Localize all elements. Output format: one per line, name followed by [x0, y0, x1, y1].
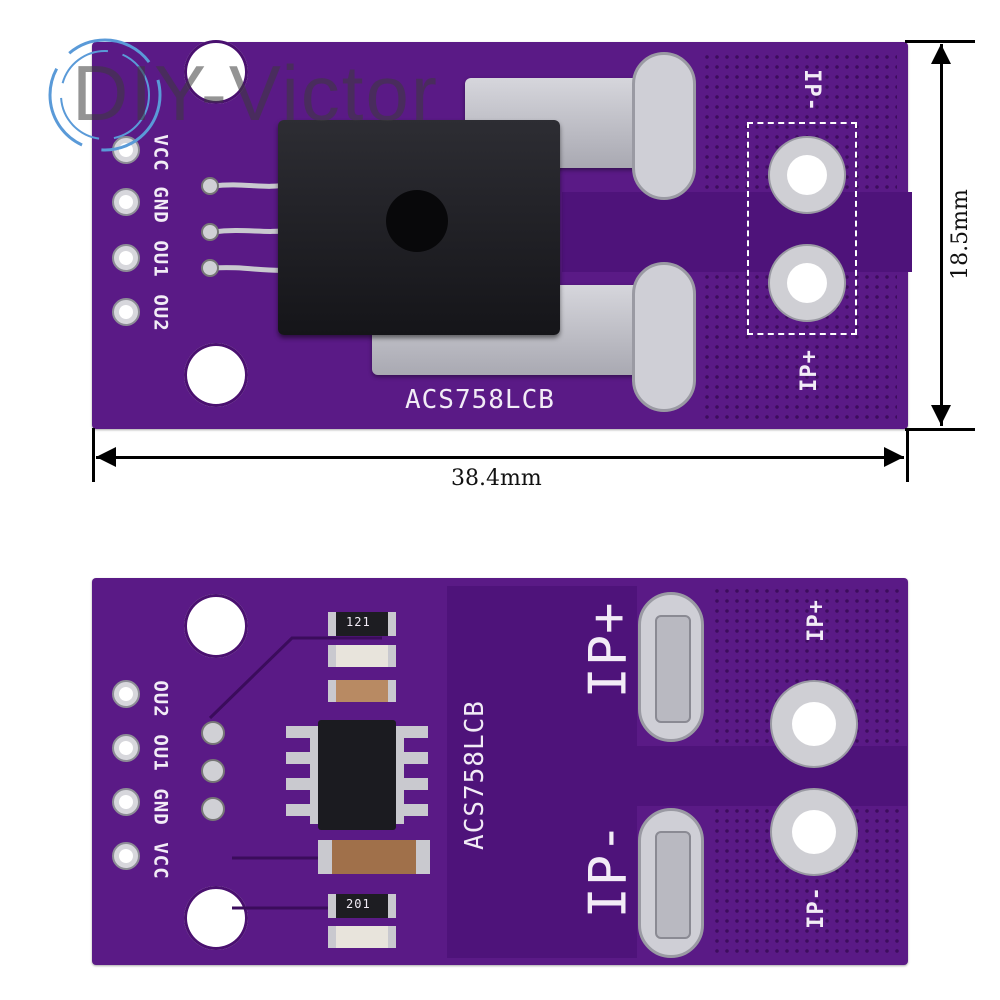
height-dim-bottom-tick — [905, 428, 975, 431]
width-dimension-line — [96, 456, 904, 459]
sensor-solder-points — [201, 721, 225, 821]
terminal-pad-ip-plus — [768, 244, 846, 322]
capacitor-small-1 — [328, 645, 396, 667]
header-pin — [112, 842, 140, 870]
slot-pad — [638, 808, 704, 958]
pin-label-gnd: GND — [149, 186, 172, 224]
resistor-bottom: 201 — [328, 894, 396, 918]
header-pin — [112, 244, 140, 272]
pin-label-ou2: OU2 — [149, 294, 172, 332]
capacitor-large — [318, 840, 430, 874]
height-label: 18.5mm — [947, 189, 973, 280]
big-label-ip-plus: IP+ — [578, 601, 639, 699]
resistor-top: 121 — [328, 612, 396, 636]
width-dim-right-tick — [906, 428, 909, 482]
header-pin — [112, 680, 140, 708]
mounting-hole — [184, 40, 248, 104]
mounting-hole — [184, 343, 248, 407]
slot-pin — [655, 831, 691, 939]
width-label: 38.4mm — [451, 466, 542, 491]
header-pin — [112, 298, 140, 326]
ic-pins-right — [396, 726, 428, 826]
bottom-chip-label: ACS758LCB — [459, 700, 490, 850]
pin-label-ou1: OU1 — [149, 240, 172, 278]
arrow-left-icon — [96, 447, 116, 467]
watermark-text: DIY-Victor — [72, 49, 439, 137]
top-trace-band — [562, 192, 912, 272]
capacitor-small-2 — [328, 680, 396, 702]
header-pin — [112, 188, 140, 216]
chip-dimple — [386, 190, 448, 252]
top-label-ip-plus: IP+ — [796, 349, 822, 392]
slot-pad — [632, 52, 696, 200]
terminal-pad-ip-minus — [770, 788, 858, 876]
capacitor-small-3 — [328, 926, 396, 948]
watermark-logo-icon — [48, 38, 162, 152]
top-label-ip-minus: IP- — [798, 69, 824, 112]
bottom-trace-band — [447, 586, 637, 958]
header-pin — [112, 734, 140, 762]
ic-chip — [318, 720, 396, 830]
height-dimension-line — [940, 44, 943, 426]
resistor-bottom-label: 201 — [346, 897, 371, 911]
slot-pad — [638, 592, 704, 742]
width-dim-left-tick — [92, 428, 95, 482]
slot-pad — [632, 262, 696, 412]
bottom-trace-band-mid — [637, 746, 907, 806]
sensor-chip — [278, 120, 560, 335]
slot-pin — [655, 615, 691, 723]
terminal-pad-ip-minus — [768, 136, 846, 214]
header-pin — [112, 788, 140, 816]
top-chip-label: ACS758LCB — [405, 385, 555, 415]
big-label-ip-minus: IP- — [578, 821, 639, 919]
height-dim-top-tick — [905, 40, 975, 43]
terminal-pad-ip-plus — [770, 680, 858, 768]
arrow-down-icon — [931, 405, 951, 425]
resistor-top-label: 121 — [346, 615, 371, 629]
small-label-ip-minus: IP- — [803, 886, 829, 929]
small-label-ip-plus: IP+ — [803, 599, 829, 642]
sensor-leads — [201, 177, 291, 277]
ic-pins-left — [286, 726, 318, 826]
mounting-hole — [184, 886, 248, 950]
mounting-hole — [184, 594, 248, 658]
terminal-outline — [747, 122, 857, 335]
arrow-right-icon — [884, 447, 904, 467]
arrow-up-icon — [931, 44, 951, 64]
